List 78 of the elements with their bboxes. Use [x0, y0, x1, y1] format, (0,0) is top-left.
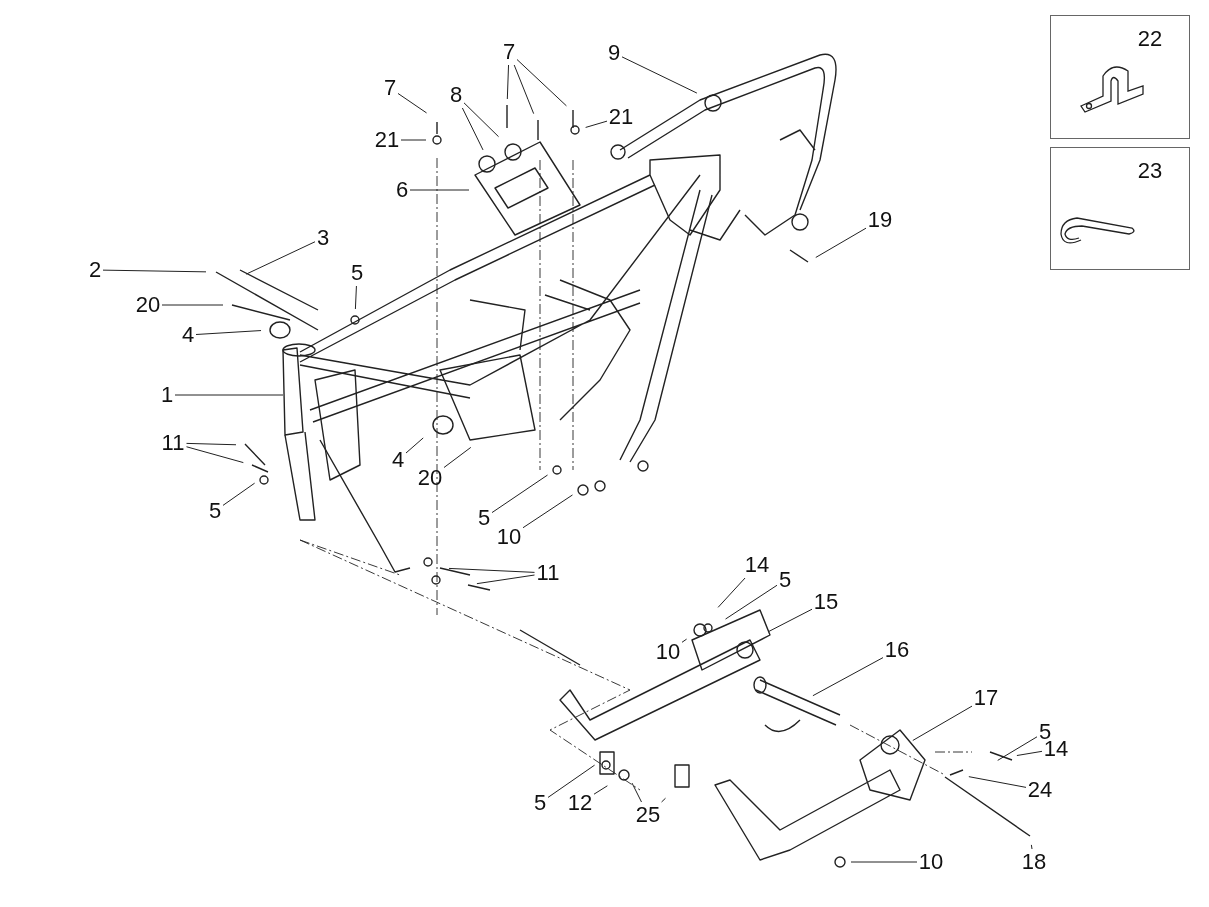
leader-line — [405, 437, 424, 454]
leader-line — [245, 241, 316, 275]
callout-number: 20 — [134, 292, 162, 318]
callout-number: 23 — [1136, 158, 1164, 184]
leader-line — [912, 705, 973, 741]
leader-line — [621, 56, 698, 94]
callout-number: 1 — [159, 382, 175, 408]
callout-number: 10 — [495, 524, 523, 550]
callout-number: 11 — [534, 560, 562, 586]
leader-line — [222, 482, 256, 506]
callout-number: 7 — [501, 39, 517, 65]
leader-line — [186, 442, 237, 446]
leader-line — [397, 92, 428, 114]
callout-number: 24 — [1026, 777, 1054, 803]
callout-number: 4 — [180, 322, 196, 348]
callout-number: 2 — [87, 257, 103, 283]
callout-number: 21 — [607, 104, 635, 130]
callout-number: 5 — [777, 567, 793, 593]
callout-number: 14 — [743, 552, 771, 578]
leader-line — [815, 227, 867, 258]
leader-line — [997, 736, 1038, 761]
callout-number: 7 — [382, 75, 398, 101]
callout-number: 5 — [349, 260, 365, 286]
leader-line — [463, 102, 500, 138]
leader-line — [491, 474, 549, 514]
leader-line — [717, 577, 746, 608]
callout-number: 5 — [207, 498, 223, 524]
callout-number: 10 — [917, 849, 945, 875]
callout-number: 20 — [416, 465, 444, 491]
leader-line — [354, 285, 357, 310]
leader-line — [186, 446, 244, 464]
leader-line — [1016, 750, 1043, 756]
leader-line — [102, 269, 207, 273]
callout-number: 12 — [566, 790, 594, 816]
leader-line — [681, 638, 688, 643]
leader-line — [725, 584, 778, 620]
leader-line — [161, 304, 224, 306]
leader-line — [850, 861, 918, 863]
callout-number: 6 — [394, 177, 410, 203]
leader-line — [631, 782, 642, 803]
callout-number: 3 — [315, 225, 331, 251]
leader-line — [968, 776, 1027, 788]
leader-line — [547, 764, 596, 798]
inset-panel — [1050, 147, 1190, 270]
callout-number: 22 — [1136, 26, 1164, 52]
callout-number: 5 — [476, 505, 492, 531]
leader-line — [409, 189, 470, 191]
leader-line — [522, 494, 573, 529]
leader-line — [476, 574, 535, 585]
leader-line — [661, 797, 666, 803]
callout-number: 18 — [1020, 849, 1048, 875]
callout-number: 11 — [159, 430, 187, 456]
leader-line — [195, 330, 262, 335]
callout-number: 16 — [883, 637, 911, 663]
leader-line — [448, 567, 535, 573]
leader-line — [585, 120, 608, 128]
callout-number: 25 — [634, 802, 662, 828]
callout-number: 4 — [390, 447, 406, 473]
leader-line — [400, 139, 427, 141]
callout-number: 19 — [866, 207, 894, 233]
callout-number: 21 — [373, 127, 401, 153]
leader-line — [593, 785, 608, 795]
leader-line — [506, 64, 510, 100]
callout-number: 17 — [972, 685, 1000, 711]
callout-number: 15 — [812, 589, 840, 615]
leader-line — [1030, 844, 1033, 850]
leader-line — [461, 107, 484, 151]
leader-line — [767, 608, 813, 633]
callout-number: 5 — [532, 790, 548, 816]
callout-number: 10 — [654, 639, 682, 665]
leader-line — [174, 394, 284, 396]
inset-panel — [1050, 15, 1190, 139]
leader-line — [812, 657, 884, 697]
leader-line — [513, 64, 535, 115]
callout-number: 9 — [606, 40, 622, 66]
callout-number: 8 — [448, 82, 464, 108]
leader-line — [443, 446, 472, 468]
leader-line — [516, 59, 567, 107]
